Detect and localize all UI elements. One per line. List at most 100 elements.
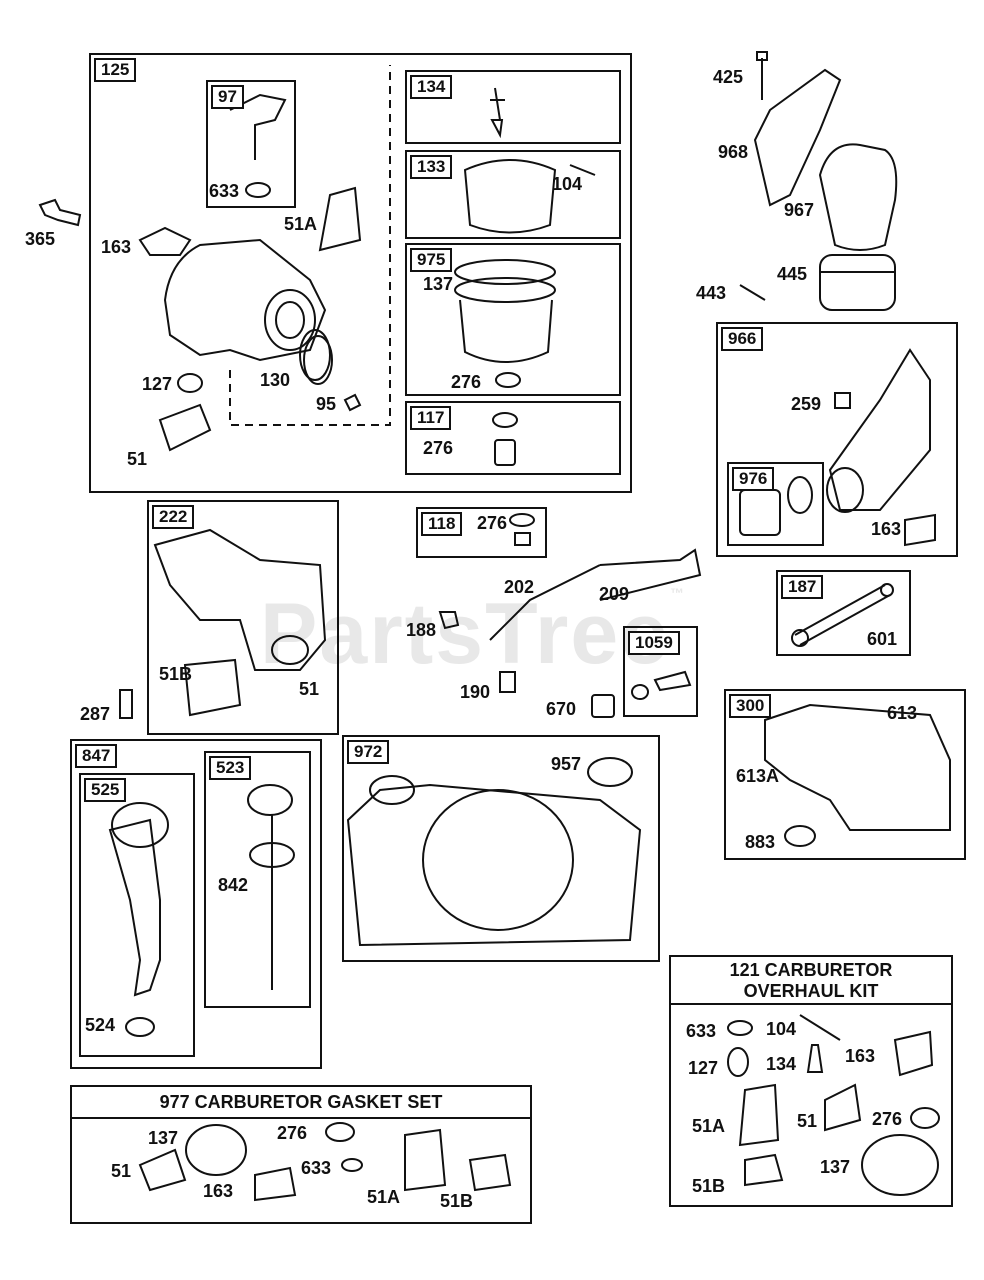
- set-label-51a: 51A: [367, 1187, 401, 1207]
- kit-label-51b: 51B: [692, 1176, 726, 1196]
- group-box-300: 300: [724, 689, 966, 860]
- part-label-259: 259: [791, 394, 822, 414]
- group-tag-525: 525: [84, 778, 127, 802]
- part-label-425: 425: [713, 67, 744, 87]
- part-label-104: 104: [552, 174, 583, 194]
- part-label-613: 613: [887, 703, 918, 723]
- group-box-972: 972: [342, 735, 660, 962]
- group-box-97: 97: [206, 80, 296, 208]
- group-box-222: 222: [147, 500, 339, 735]
- part-label-51: 51: [127, 449, 148, 469]
- part-label-968: 968: [718, 142, 749, 162]
- part-label-524: 524: [85, 1015, 116, 1035]
- group-tag-117: 117: [410, 406, 452, 430]
- part-label-95: 95: [316, 394, 337, 414]
- group-box-134: 134: [405, 70, 621, 144]
- part-label-842: 842: [218, 875, 249, 895]
- group-box-966: 966: [716, 322, 958, 557]
- part-label-633: 633: [209, 181, 240, 201]
- part-label-445: 445: [777, 264, 808, 284]
- group-tag-523: 523: [209, 756, 252, 780]
- part-label-670: 670: [546, 699, 577, 719]
- group-tag-133: 133: [410, 155, 453, 179]
- part-label-163-966: 163: [871, 519, 902, 539]
- kit-label-51: 51: [797, 1111, 818, 1131]
- gasket-set-box: 977 CARBURETOR GASKET SET: [70, 1085, 532, 1224]
- fitting-drawing: [38, 198, 82, 227]
- part-label-276-117: 276: [423, 438, 454, 458]
- part-label-51a: 51A: [284, 214, 318, 234]
- filter-drawing: [819, 254, 896, 311]
- bracket-drawing: [753, 68, 842, 207]
- kit-label-137: 137: [820, 1157, 851, 1177]
- group-tag-97: 97: [211, 85, 244, 109]
- set-label-51: 51: [111, 1161, 132, 1181]
- group-box-125: 125: [89, 53, 632, 493]
- part-label-51b: 51B: [159, 664, 193, 684]
- kit-label-134: 134: [766, 1054, 797, 1074]
- set-label-137: 137: [148, 1128, 179, 1148]
- group-tag-222: 222: [152, 505, 195, 529]
- part-label-127: 127: [142, 374, 173, 394]
- foam-drawing: [818, 143, 898, 251]
- part-label-276-118: 276: [477, 513, 508, 533]
- kit-label-276: 276: [872, 1109, 903, 1129]
- group-box-118: 118: [416, 507, 547, 558]
- part-label-163: 163: [101, 237, 132, 257]
- part-label-190: 190: [460, 682, 491, 702]
- overhaul-kit-title-line2: OVERHAUL KIT: [743, 981, 879, 1001]
- part-label-188: 188: [406, 620, 437, 640]
- group-box-975: 975: [405, 243, 621, 396]
- part-label-51-222: 51: [299, 679, 320, 699]
- float-drawing: [463, 159, 557, 234]
- part-label-967: 967: [784, 200, 815, 220]
- gasket-set-header: [72, 1087, 530, 1119]
- group-box-133: 133: [405, 150, 621, 239]
- part-label-601: 601: [867, 629, 898, 649]
- overhaul-kit-header: [671, 957, 951, 1005]
- group-box-1059: 1059: [623, 626, 698, 717]
- overhaul-kit-box: 121 CARBURETOR OVERHAUL KIT: [669, 955, 953, 1207]
- part-label-137: 137: [423, 274, 454, 294]
- part-label-202: 202: [504, 577, 535, 597]
- group-box-525: 525: [79, 773, 195, 1057]
- set-label-163: 163: [203, 1181, 234, 1201]
- group-tag-975: 975: [410, 248, 453, 272]
- group-box-523: 523: [204, 751, 311, 1008]
- group-box-117: 117: [405, 401, 621, 475]
- part-label-443: 443: [696, 283, 727, 303]
- kit-label-51a: 51A: [692, 1116, 726, 1136]
- part-label-883: 883: [745, 832, 776, 852]
- set-label-51b: 51B: [440, 1191, 474, 1211]
- watermark: PartsTree™: [260, 585, 687, 682]
- group-box-847: 847: [70, 739, 322, 1069]
- part-label-130: 130: [260, 370, 291, 390]
- group-box-187: 187: [776, 570, 911, 656]
- set-label-633: 633: [301, 1158, 332, 1178]
- overhaul-kit-title-line1: 121 CARBURETOR: [729, 960, 893, 980]
- part-label-957: 957: [551, 754, 582, 774]
- kit-label-127: 127: [688, 1058, 719, 1078]
- gasket-drawing: [318, 186, 362, 252]
- gasket-set-title: 977 CARBURETOR GASKET SET: [159, 1092, 443, 1112]
- part-label-287: 287: [80, 704, 111, 724]
- kit-label-633: 633: [686, 1021, 717, 1041]
- part-label-365: 365: [25, 229, 56, 249]
- group-tag-125: 125: [94, 58, 137, 82]
- group-tag-976: 976: [732, 467, 775, 491]
- group-tag-187: 187: [781, 575, 824, 599]
- part-label-613a: 613A: [736, 766, 780, 786]
- carburetor-drawing: [138, 226, 331, 381]
- group-tag-118: 118: [421, 512, 463, 536]
- group-tag-847: 847: [75, 744, 118, 768]
- part-label-209: 209: [599, 584, 630, 604]
- kit-label-163: 163: [845, 1046, 876, 1066]
- group-tag-134: 134: [410, 75, 453, 99]
- group-tag-972: 972: [347, 740, 390, 764]
- group-box-976: 976: [727, 462, 824, 546]
- group-tag-300: 300: [729, 694, 772, 718]
- bolt-drawing: [756, 51, 768, 100]
- part-label-276: 276: [451, 372, 482, 392]
- group-tag-1059: 1059: [628, 631, 680, 655]
- group-tag-966: 966: [721, 327, 764, 351]
